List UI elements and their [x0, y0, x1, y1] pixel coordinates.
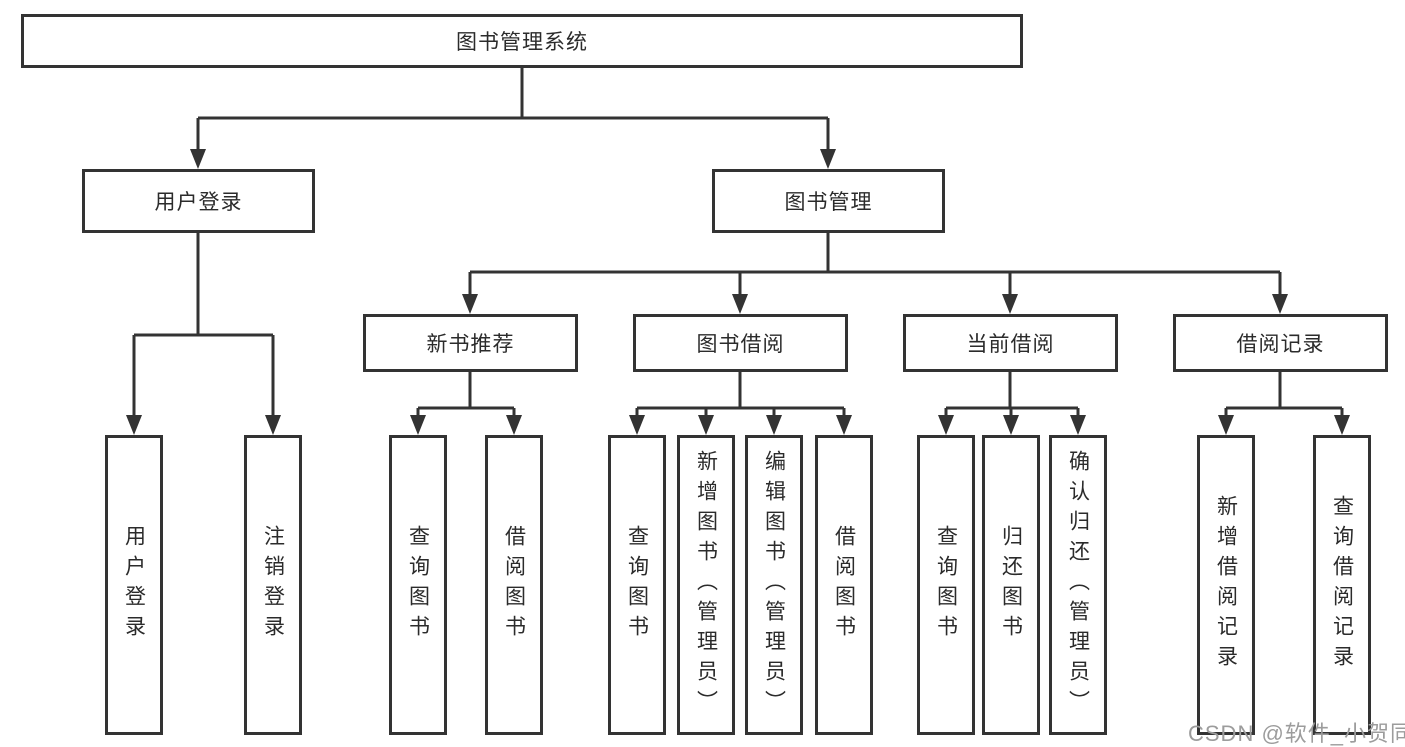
- leaf-add-books-admin: 新增图书（管理员）: [677, 435, 735, 735]
- node-user-login: 用户登录: [82, 169, 315, 233]
- leaf-label: 新增借阅记录: [1214, 495, 1238, 675]
- arrow-down-icon: [1218, 415, 1234, 435]
- leaf-return-books: 归还图书: [982, 435, 1040, 735]
- arrow-down-icon: [126, 415, 142, 435]
- leaf-label: 用户登录: [122, 525, 146, 645]
- leaf-logout: 注销登录: [244, 435, 302, 735]
- csdn-watermark: CSDN @软件_小贺同学: [1188, 721, 1405, 746]
- leaf-label: 查询图书: [625, 525, 649, 645]
- arrow-down-icon: [462, 294, 478, 314]
- node-new-book-recommend: 新书推荐: [363, 314, 578, 372]
- leaf-label: 编辑图书（管理员）: [762, 450, 786, 720]
- leaf-label: 注销登录: [261, 525, 285, 645]
- node-label: 用户登录: [154, 191, 243, 214]
- arrowheads: [126, 149, 1350, 435]
- leaf-confirm-return-admin: 确认归还（管理员）: [1049, 435, 1107, 735]
- arrow-down-icon: [1070, 415, 1086, 435]
- node-current-borrow: 当前借阅: [903, 314, 1118, 372]
- arrow-down-icon: [506, 415, 522, 435]
- leaf-label: 归还图书: [999, 525, 1023, 645]
- leaf-label: 借阅图书: [832, 525, 856, 645]
- arrow-down-icon: [629, 415, 645, 435]
- node-label: 新书推荐: [426, 333, 515, 356]
- node-label: 图书管理: [784, 191, 873, 214]
- node-book-management: 图书管理: [712, 169, 945, 233]
- node-label: 当前借阅: [966, 333, 1055, 356]
- node-label: 借阅记录: [1236, 333, 1325, 356]
- leaf-query-books: 查询图书: [917, 435, 975, 735]
- leaf-query-books: 查询图书: [608, 435, 666, 735]
- arrow-down-icon: [836, 415, 852, 435]
- leaf-label: 新增图书（管理员）: [694, 450, 718, 720]
- arrow-down-icon: [820, 149, 836, 169]
- arrow-down-icon: [1272, 294, 1288, 314]
- leaf-label: 借阅图书: [502, 525, 526, 645]
- leaf-query-books: 查询图书: [389, 435, 447, 735]
- arrow-down-icon: [698, 415, 714, 435]
- leaf-add-borrow-record: 新增借阅记录: [1197, 435, 1255, 735]
- arrow-down-icon: [1003, 415, 1019, 435]
- node-label: 图书借阅: [696, 333, 785, 356]
- leaf-label: 查询图书: [406, 525, 430, 645]
- node-root-system: 图书管理系统: [21, 14, 1023, 68]
- arrow-down-icon: [265, 415, 281, 435]
- arrow-down-icon: [190, 149, 206, 169]
- arrow-down-icon: [766, 415, 782, 435]
- leaf-user-login: 用户登录: [105, 435, 163, 735]
- leaf-label: 查询借阅记录: [1330, 495, 1354, 675]
- leaf-label: 查询图书: [934, 525, 958, 645]
- leaf-query-borrow-record: 查询借阅记录: [1313, 435, 1371, 735]
- leaf-borrow-books: 借阅图书: [485, 435, 543, 735]
- arrow-down-icon: [1002, 294, 1018, 314]
- leaf-label: 确认归还（管理员）: [1066, 450, 1090, 720]
- node-label: 图书管理系统: [456, 31, 588, 54]
- node-borrow-records: 借阅记录: [1173, 314, 1388, 372]
- arrow-down-icon: [1334, 415, 1350, 435]
- arrow-down-icon: [938, 415, 954, 435]
- leaf-edit-books-admin: 编辑图书（管理员）: [745, 435, 803, 735]
- leaf-borrow-books: 借阅图书: [815, 435, 873, 735]
- arrow-down-icon: [732, 294, 748, 314]
- node-book-borrow: 图书借阅: [633, 314, 848, 372]
- arrow-down-icon: [410, 415, 426, 435]
